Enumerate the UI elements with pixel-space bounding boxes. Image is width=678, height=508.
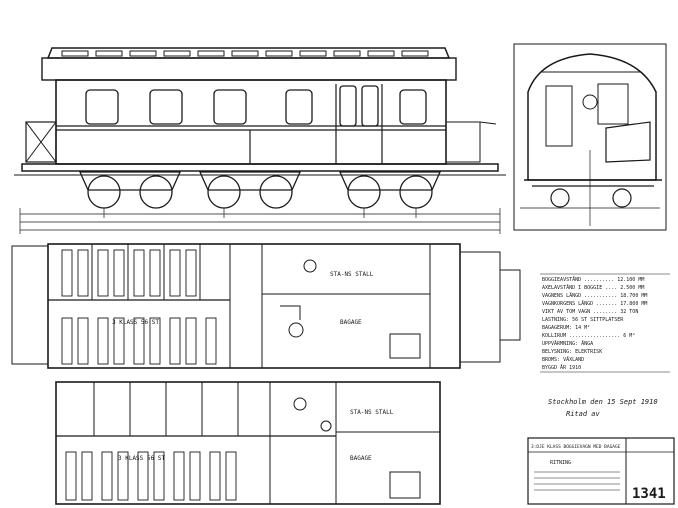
spec-row: BOGGIEAVSTÅND .......... 12.100 MM xyxy=(542,276,644,283)
spec-row: VAGNENS LÄNGD ........... 18.700 MM xyxy=(542,292,647,299)
lower-room-baggage-label: BAGAGE xyxy=(350,455,372,462)
spec-row: BYGGD ÅR 1910 xyxy=(542,364,581,371)
spec-row: UPPVÄRMNING: ÅNGA xyxy=(542,340,593,347)
signature-block: Stockholm den 15 Sept 1910 Ritad av xyxy=(548,398,658,418)
spec-row: KOLLIRUM ................. 6 M² xyxy=(542,333,635,339)
title-block-subtitle: RITNING xyxy=(550,460,571,466)
end-view xyxy=(513,43,667,231)
floor-plan-lower xyxy=(55,381,441,505)
spec-row: BAGAGERUM: 14 M² xyxy=(542,325,590,331)
title-block: 3:DJE KLASS BOGGIEVAGN MED BAGAGE RITNIN… xyxy=(527,437,675,505)
spec-row: BELYSNING: ELEKTRISK xyxy=(542,349,602,355)
spec-table: BOGGIEAVSTÅND .......... 12.100 MM AXELA… xyxy=(540,273,670,373)
spec-row: VAGNKORGENS LÄNGD ....... 17.800 MM xyxy=(542,300,647,307)
spec-row: AXELAVSTÅND I BOGGIE .... 2.500 MM xyxy=(542,284,644,291)
drawing-number: 1341 xyxy=(632,486,666,502)
lower-room-class-label: 3 KLASS 56 ST xyxy=(118,455,165,462)
signature-line-1: Stockholm den 15 Sept 1910 xyxy=(548,398,658,406)
side-elevation xyxy=(14,47,506,234)
floor-plan-upper xyxy=(11,243,521,369)
signature-line-2: Ritad av xyxy=(566,410,601,418)
upper-room-luggage-label: STA-NS STALL xyxy=(330,271,374,278)
upper-room-baggage-label: BAGAGE xyxy=(340,319,362,326)
lower-room-luggage-label: STA-NS STALL xyxy=(350,409,394,416)
title-block-title: 3:DJE KLASS BOGGIEVAGN MED BAGAGE xyxy=(531,444,621,450)
spec-row: VIKT AV TOM VAGN ........ 32 TON xyxy=(542,309,638,315)
spec-row: BROMS: VÄXLAND xyxy=(542,356,584,363)
spec-row: LASTNING: 56 ST SITTPLATSER xyxy=(542,317,624,323)
upper-room-class-label: 3 KLASS 56 ST xyxy=(112,319,159,326)
